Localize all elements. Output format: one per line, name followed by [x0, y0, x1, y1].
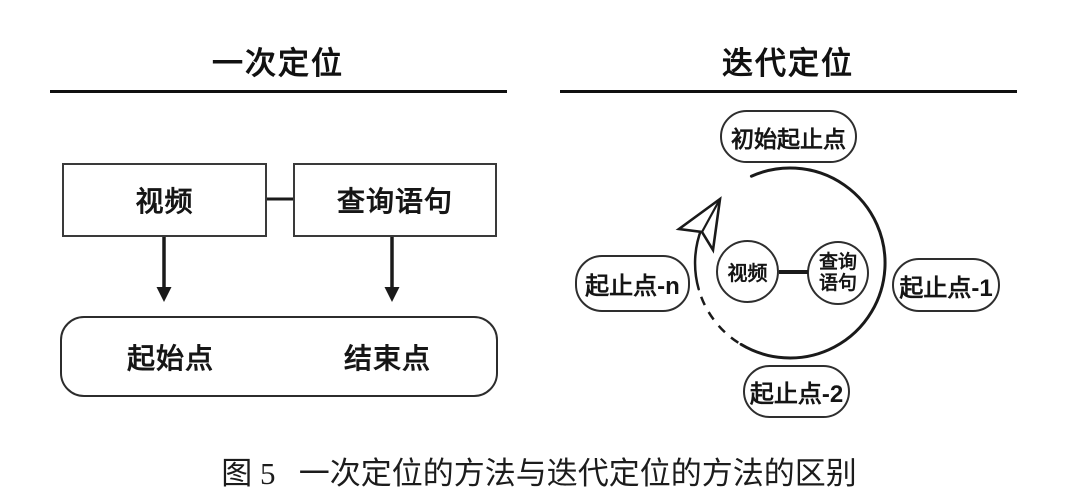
- iteration-loop-left-arc: [693, 227, 703, 291]
- right-panel-title: 迭代定位: [722, 46, 854, 81]
- start-end-2-label: 起止点-2: [749, 381, 844, 408]
- query-down-arrow-icon: [384, 237, 400, 302]
- start-point-label: 起始点: [126, 342, 214, 374]
- start-end-1-label: 起止点-1: [899, 274, 993, 302]
- start-end-2-pill: 起止点-2: [743, 365, 850, 418]
- figure-caption: 图 5 一次定位的方法与迭代定位的方法的区别: [221, 456, 857, 491]
- left-title-underline: [50, 90, 507, 93]
- loop-arrow-icon: [675, 196, 722, 254]
- video-box: 视频: [62, 163, 267, 237]
- query-box-label: 查询语句: [336, 186, 453, 217]
- query-box: 查询语句: [293, 163, 497, 237]
- start-end-n-pill: 起止点-n: [575, 255, 690, 312]
- query-circle-label: 查询 语句: [818, 251, 857, 294]
- video-circle: 视频: [716, 240, 779, 303]
- right-title-underline: [560, 90, 1017, 93]
- start-end-n-label: 起止点-n: [585, 273, 680, 300]
- end-point-label: 结束点: [343, 342, 431, 374]
- video-box-label: 视频: [135, 186, 194, 217]
- initial-start-end-pill: 初始起止点: [720, 110, 857, 163]
- video-down-arrow-icon: [156, 237, 172, 302]
- video-circle-label: 视频: [727, 263, 768, 285]
- left-panel-title: 一次定位: [212, 46, 344, 81]
- start-end-1-pill: 起止点-1: [892, 258, 1000, 312]
- iteration-loop-dashed-arc: [699, 295, 739, 344]
- query-circle: 查询 语句: [807, 241, 869, 305]
- initial-start-end-label: 初始起止点: [731, 125, 846, 152]
- start-end-box: 起始点 结束点: [60, 316, 498, 397]
